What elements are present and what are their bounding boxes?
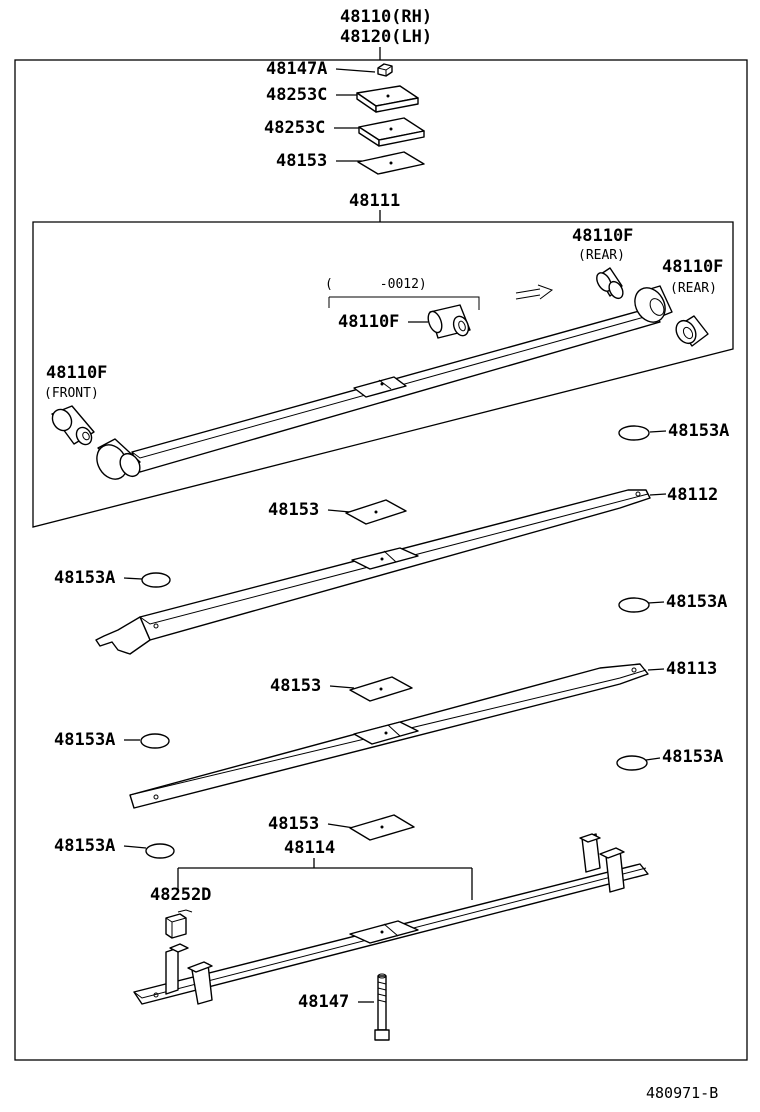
- pad-48253c-2: [358, 117, 425, 147]
- label-48153a-2: 48153A: [54, 568, 115, 588]
- label-48114: 48114: [284, 838, 335, 858]
- leaf-48114: [133, 833, 649, 1005]
- label-48153-3: 48153: [270, 676, 321, 696]
- label-48147a: 48147A: [266, 59, 327, 79]
- label-48153a-1: 48153A: [668, 421, 729, 441]
- label-bushing-rear-2-sub: (REAR): [670, 281, 717, 296]
- label-48253c-1: 48253C: [266, 85, 327, 105]
- label-48120-lh: 48120(LH): [340, 27, 432, 47]
- leader-48112: [649, 493, 667, 496]
- leader-48153-4: [327, 823, 355, 829]
- inner-frame-48111: [32, 221, 734, 528]
- bushing-rear-1: [596, 267, 624, 300]
- pad-48253c-1: [356, 85, 419, 113]
- disc-48153a-3: [618, 597, 650, 613]
- leader-48153-3: [329, 685, 355, 689]
- label-bushing-front-sub: (FRONT): [44, 386, 99, 401]
- bracket-48114: [177, 858, 473, 900]
- bushing-rear-2: [675, 315, 709, 347]
- leader-48153a-2: [123, 577, 143, 580]
- leader-48113: [647, 668, 665, 671]
- label-48147: 48147: [298, 992, 349, 1012]
- disc-48153a-4: [140, 733, 170, 749]
- leader-48153a-6: [123, 845, 147, 849]
- bushing-front: [51, 405, 95, 446]
- label-48153a-5: 48153A: [662, 747, 723, 767]
- leader-48153a-5: [645, 757, 661, 761]
- diagram-id: 480971-B: [646, 1084, 718, 1102]
- label-48253c-2: 48253C: [264, 118, 325, 138]
- label-48153a-6: 48153A: [54, 836, 115, 856]
- label-48111: 48111: [349, 191, 400, 211]
- label-bushing-rear-2: 48110F: [662, 257, 723, 277]
- outer-frame: [14, 59, 748, 1061]
- label-48153a-3: 48153A: [666, 592, 727, 612]
- plate-48153-4: [349, 814, 415, 841]
- label-bushing-rear-1: 48110F: [572, 226, 633, 246]
- bolt-48147: [374, 973, 390, 1041]
- label-48153-4: 48153: [268, 814, 319, 834]
- label-bushing-rear-1-sub: (REAR): [578, 248, 625, 263]
- disc-48153a-6: [145, 843, 175, 859]
- label-bushing-mid: 48110F: [338, 312, 399, 332]
- range-bracket: [328, 296, 480, 310]
- plate-48153-3: [349, 676, 413, 702]
- label-48153a-4: 48153A: [54, 730, 115, 750]
- bushing-mid: [427, 304, 471, 339]
- clip-48252d: [165, 909, 193, 939]
- plate-48153-2: [345, 499, 407, 525]
- disc-48153a-5: [616, 755, 648, 771]
- leaf-48113: [129, 663, 649, 809]
- disc-48153a-2: [141, 572, 171, 588]
- leader-48147a: [335, 68, 376, 73]
- label-48113: 48113: [666, 659, 717, 679]
- plate-48153-top: [357, 151, 425, 175]
- leader-48153-2: [327, 509, 351, 513]
- label-48112: 48112: [667, 485, 718, 505]
- disc-48153a-1: [618, 425, 650, 441]
- label-bushing-front: 48110F: [46, 363, 107, 383]
- leaf-48112: [95, 489, 651, 655]
- leader-48153a-1: [649, 430, 667, 433]
- nut-48147a: [377, 63, 393, 77]
- main-leaf-48111: [96, 285, 673, 480]
- label-48252d: 48252D: [150, 885, 211, 905]
- label-48153-top: 48153: [276, 151, 327, 171]
- label-48153-2: 48153: [268, 500, 319, 520]
- leader-48153a-3: [647, 601, 665, 604]
- label-48110-rh: 48110(RH): [340, 7, 432, 27]
- direction-arrow: [515, 284, 554, 300]
- label-bushing-mid-range: ( -0012): [325, 277, 427, 292]
